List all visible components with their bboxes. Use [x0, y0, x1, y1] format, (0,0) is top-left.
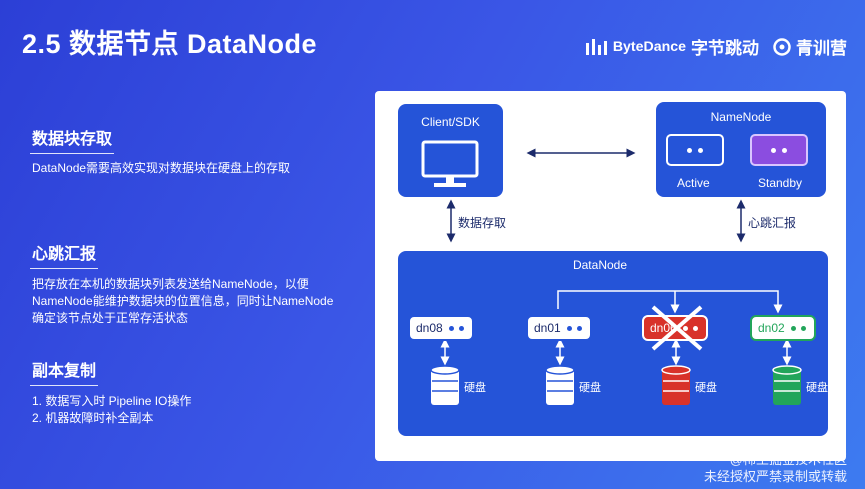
text-line: DataNode需要高效实现对数据块在硬盘上的存取 — [32, 161, 291, 175]
page-title: 2.5 数据节点 DataNode — [22, 29, 318, 59]
disk-label: 硬盘 — [579, 382, 601, 394]
bytedance-label: 字节跳动 — [691, 39, 759, 58]
namenode-label: NameNode — [710, 110, 772, 124]
failed-cross-icon — [651, 305, 703, 351]
led-icon — [782, 147, 787, 153]
client-label: Client/SDK — [421, 115, 480, 129]
disk-label: 硬盘 — [695, 382, 717, 394]
text-line: 把存放在本机的数据块列表发送给NameNode，以便 — [32, 277, 309, 291]
node-name: dn01 — [534, 321, 561, 335]
disk-icon — [545, 365, 575, 405]
led-icon — [448, 325, 454, 331]
standby-namenode — [750, 134, 808, 166]
text-line: NameNode能维护数据块的位置信息，同时让NameNode — [32, 294, 334, 308]
text-line: 确定该节点处于正常存活状态 — [32, 311, 189, 325]
disk-icon — [430, 365, 460, 405]
disk-label: 硬盘 — [806, 382, 828, 394]
text-line: 1. 数据写入时 Pipeline IO操作 — [32, 394, 192, 408]
section-title-replication: 副本复制 — [29, 357, 99, 386]
watermark-line2: 未经授权严禁录制或转载 — [703, 469, 847, 484]
led-icon — [692, 325, 698, 331]
section-text-block-access: DataNode需要高效实现对数据块在硬盘上的存取 — [32, 160, 290, 177]
datanode-dn08: dn08 — [408, 315, 474, 341]
heartbeat-label: 心跳汇报 — [748, 216, 797, 230]
led-icon — [698, 147, 703, 153]
section-title-heartbeat: 心跳汇报 — [29, 240, 99, 269]
led-icon — [682, 325, 688, 331]
data-access-label: 数据存取 — [458, 216, 507, 230]
youth-camp-logo: 青训营 — [773, 34, 847, 59]
disk-label: 硬盘 — [464, 382, 486, 394]
disk-icon-green — [772, 365, 802, 405]
client-box: Client/SDK — [398, 104, 503, 197]
datanode-label: DataNode — [572, 258, 628, 272]
youth-camp-icon — [773, 37, 791, 56]
active-label: Active — [677, 176, 710, 190]
pipeline-line — [557, 290, 783, 314]
datanode-box: DataNode dn08 dn01 dn06 — [398, 251, 828, 436]
disk-icon-failed — [661, 365, 691, 405]
datanode-links — [440, 290, 792, 366]
monitor-icon — [421, 140, 479, 187]
section-text-heartbeat: 把存放在本机的数据块列表发送给NameNode，以便 NameNode能维护数据… — [32, 276, 333, 327]
section-text-replication: 1. 数据写入时 Pipeline IO操作 2. 机器故障时补全副本 — [32, 393, 191, 427]
namenode-box: NameNode Active Standby — [656, 102, 826, 197]
standby-label: Standby — [758, 176, 803, 190]
led-icon — [771, 147, 776, 153]
brand-logos: ByteDance 字节跳动 青训营 — [585, 34, 847, 59]
watermark-line1: @稀土掘金技术社区 — [729, 452, 847, 467]
watermark: @稀土掘金技术社区 未经授权严禁录制或转载 — [704, 451, 847, 485]
section-title-block-access: 数据块存取 — [29, 125, 115, 154]
bytedance-logo: ByteDance 字节跳动 — [585, 34, 759, 59]
datanode-dn01: dn01 — [526, 315, 592, 341]
node-name: dn02 — [758, 321, 785, 335]
led-icon — [458, 325, 464, 331]
youth-camp-label: 青训营 — [796, 39, 847, 58]
led-icon — [566, 325, 572, 331]
node-name: dn08 — [416, 321, 443, 335]
architecture-diagram: Client/SDK NameNode Active Standby 数据存取 … — [375, 91, 846, 461]
bytedance-small-label: ByteDance — [612, 38, 686, 55]
led-icon — [687, 147, 692, 153]
bytedance-icon — [585, 38, 607, 55]
led-icon — [790, 325, 796, 331]
led-icon — [800, 325, 806, 331]
led-icon — [576, 325, 582, 331]
active-namenode — [666, 134, 724, 166]
datanode-dn02: dn02 — [750, 315, 816, 341]
text-line: 2. 机器故障时补全副本 — [32, 411, 154, 425]
